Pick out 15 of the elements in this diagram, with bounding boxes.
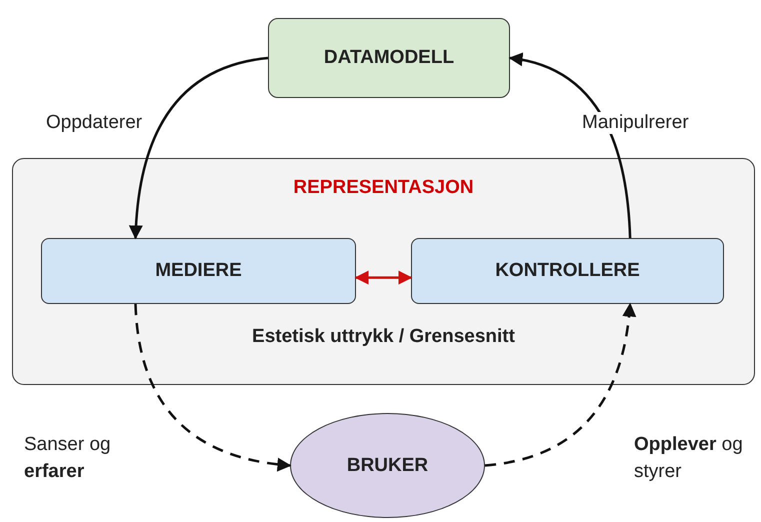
node-label: BRUKER [346, 454, 428, 476]
process-box [411, 238, 724, 304]
process-box [41, 238, 356, 304]
group-subtitle: Estetisk uttrykk / Grensesnitt [251, 326, 516, 348]
arrow [508, 53, 632, 238]
group-title: REPRESENTASJON [292, 177, 475, 199]
process-box [268, 18, 510, 98]
arrow [129, 56, 268, 240]
node-label: MEDIERE [155, 260, 242, 282]
node-label: DATAMODELL [324, 47, 454, 69]
node-label: KONTROLLERE [495, 260, 640, 282]
edge-label: Oppdaterer [44, 112, 144, 134]
dashed-arrow [134, 304, 292, 472]
arrow [354, 270, 412, 285]
group-panel [12, 158, 755, 385]
